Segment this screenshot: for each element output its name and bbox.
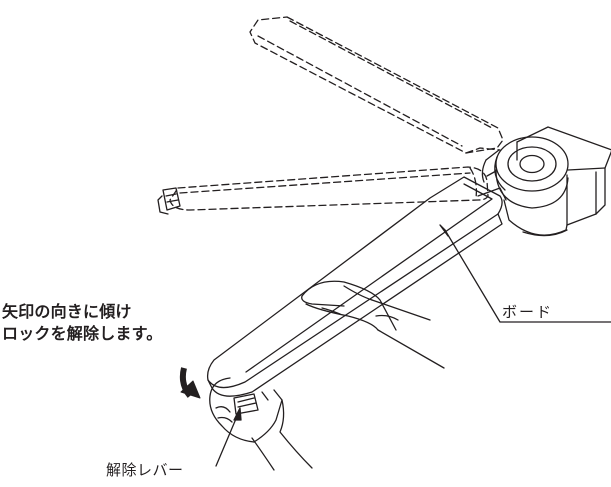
- hinge-housing: [477, 126, 611, 237]
- ghost-lever-middle: [157, 187, 181, 215]
- instruction-line-2: ロックを解除します。: [2, 324, 163, 343]
- lever: [233, 393, 259, 415]
- tilt-arrow-icon: [179, 367, 201, 399]
- instruction-line-1: 矢印の向きに傾け: [2, 302, 132, 321]
- board-label: ボード: [502, 303, 554, 321]
- board-leader-line: [439, 224, 611, 323]
- ghost-board-middle: [169, 166, 489, 211]
- hand-upper: [301, 280, 445, 369]
- main-board: [206, 176, 503, 397]
- lever-leader-line: [215, 407, 242, 467]
- release-lever-label: 解除レバー: [106, 461, 184, 479]
- hand-lower: [209, 377, 313, 471]
- ghost-board-upper: [249, 16, 504, 154]
